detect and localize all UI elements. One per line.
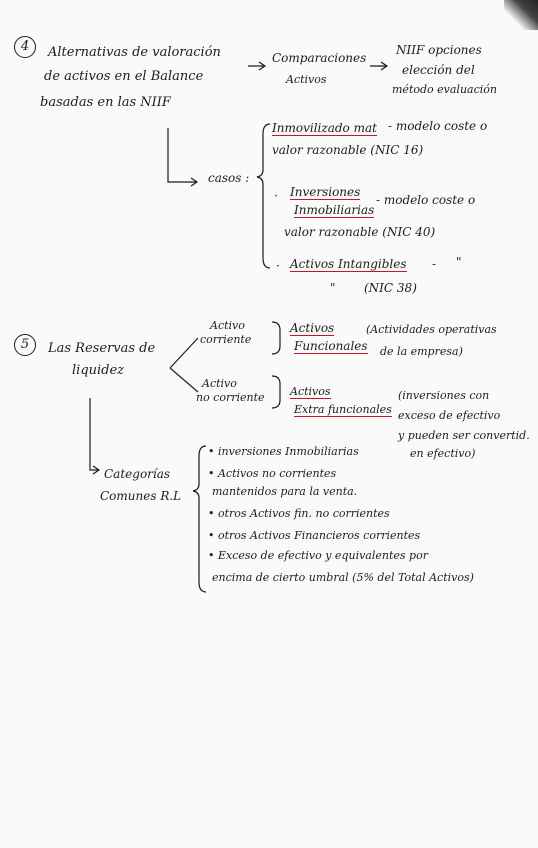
extra-note-line4: en efectivo) — [410, 447, 476, 460]
caso1-line2: valor razonable (NIC 16) — [272, 143, 424, 157]
section-4-title-line2: de activos en el Balance — [44, 69, 204, 84]
corriente-line1: Activo — [210, 319, 245, 332]
categorias-hook — [89, 398, 101, 475]
section-4-title-line1: Alternativas de valoración — [48, 45, 221, 60]
categorias-line2: Comunes R.L — [100, 489, 182, 503]
section-5-title-line1: Las Reservas de — [48, 341, 156, 356]
extra-note-line1: (inversiones con — [398, 389, 490, 402]
categoria-item-1: • inversiones Inmobiliarias — [208, 445, 359, 458]
caso1-title: Inmovilizado mat — [272, 121, 377, 136]
categoria-item-4: • otros Activos Financieros corrientes — [208, 529, 421, 542]
arrow-to-comparaciones — [248, 61, 267, 71]
caso3-title: Activos Intangibles — [290, 257, 407, 272]
nocorriente-line1: Activo — [202, 377, 237, 390]
casos-label: casos : — [208, 171, 250, 185]
casos-hook — [167, 128, 199, 187]
section-4-title-line3: basadas en las NIIF — [40, 95, 171, 110]
funcionales-note-line2: de la empresa) — [380, 345, 463, 358]
caso3-bullet: · — [276, 259, 280, 273]
section-5-title-line2: liquidez — [72, 363, 125, 378]
nocorriente-line2: no corriente — [196, 391, 265, 404]
casos-brace — [256, 123, 271, 269]
niif-line2: elección del — [402, 63, 475, 77]
extra-note-line3: y pueden ser convertid. — [398, 429, 530, 442]
extra-line2: Extra funcionales — [294, 403, 392, 417]
categoria-item-3: • otros Activos fin. no corrientes — [208, 507, 390, 520]
caso2-title-line2: Inmobiliarias — [294, 203, 375, 218]
section-5-number: 5 — [14, 334, 36, 356]
caso2-bullet: · — [274, 189, 278, 203]
bracket-nocorriente — [271, 375, 281, 409]
caso2-line3: valor razonable (NIC 40) — [284, 225, 436, 239]
categorias-brace — [192, 445, 207, 593]
page-corner-shadow — [504, 0, 538, 30]
caso1-model: - modelo coste o — [388, 119, 488, 133]
section-4-number: 4 — [14, 36, 36, 58]
categoria-item-2-cont: mantenidos para la venta. — [212, 485, 358, 498]
caso2-title-line1: Inversiones — [290, 185, 361, 200]
extra-line1: Activos — [290, 385, 331, 399]
corriente-line2: corriente — [200, 333, 252, 346]
caso3-line2-ditto: " — [330, 281, 336, 295]
caso3-line2: (NIC 38) — [364, 281, 417, 295]
branch-corriente — [169, 337, 199, 369]
branch-nocorriente — [169, 367, 199, 393]
caso2-model: - modelo coste o — [376, 193, 476, 207]
comparaciones-line2: Activos — [286, 73, 327, 86]
comparaciones-line1: Comparaciones — [272, 51, 367, 65]
categoria-item-5: • Exceso de efectivo y equivalentes por — [208, 549, 428, 562]
caso3-dash: - — [432, 257, 437, 271]
bracket-corriente — [271, 321, 281, 355]
funcionales-note-line1: (Actividades operativas — [366, 323, 497, 336]
arrow-to-niif — [370, 61, 389, 71]
caso3-ditto: " — [456, 255, 462, 269]
niif-line1: NIIF opciones — [396, 43, 482, 57]
funcionales-line2: Funcionales — [294, 339, 368, 354]
categoria-item-2: • Activos no corrientes — [208, 467, 337, 480]
funcionales-line1: Activos — [290, 321, 335, 336]
categorias-line1: Categorías — [104, 467, 171, 481]
categoria-item-5-cont: encima de cierto umbral (5% del Total Ac… — [212, 571, 474, 584]
niif-line3: método evaluación — [392, 83, 497, 96]
extra-note-line2: exceso de efectivo — [398, 409, 501, 422]
